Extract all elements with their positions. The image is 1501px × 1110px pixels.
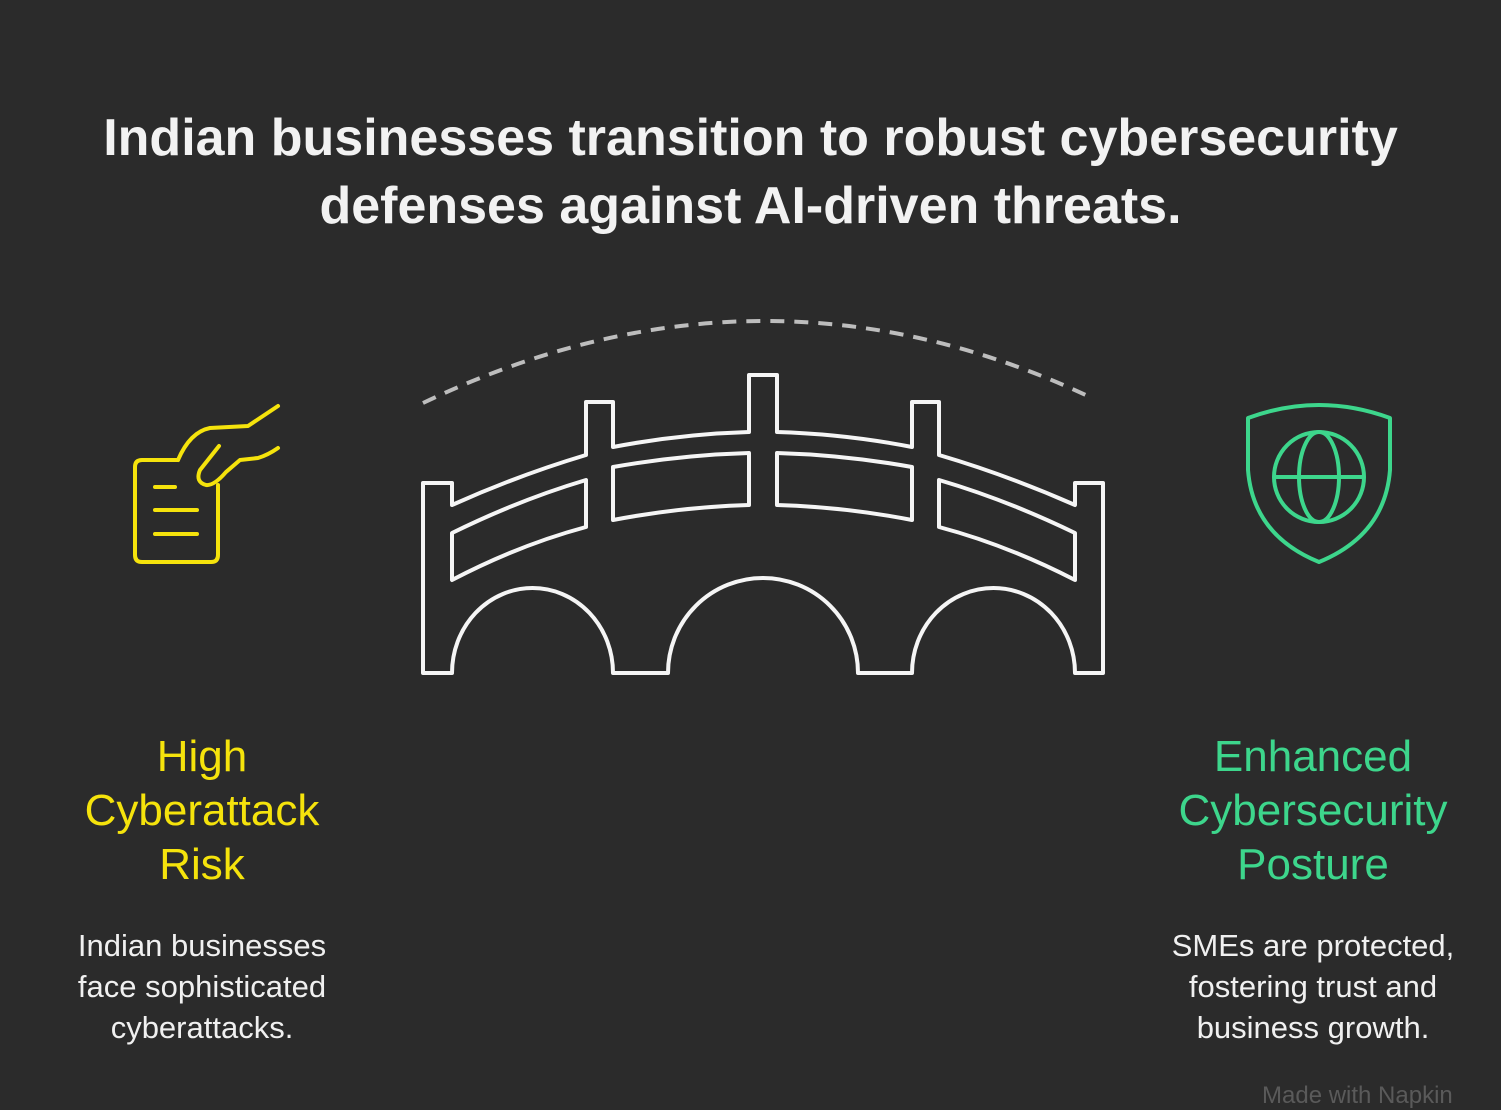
dashed-arc: [422, 318, 1091, 405]
desc-line: SMEs are protected,: [1171, 928, 1455, 963]
desc-line: Indian businesses: [77, 928, 327, 963]
left-description: Indian businesses face sophisticated cyb…: [40, 925, 364, 1048]
heading-line: Posture: [1237, 840, 1389, 889]
watermark[interactable]: Made with Napkin: [1262, 1082, 1453, 1109]
heading-line: Enhanced: [1213, 732, 1413, 781]
desc-line: fostering trust and: [1188, 969, 1438, 1004]
desc-line: cyberattacks.: [110, 1010, 294, 1045]
heading-line: Cyberattack: [84, 786, 320, 835]
right-heading: Enhanced Cybersecurity Posture: [1140, 730, 1486, 892]
bridge-icon: [421, 373, 1105, 675]
hand-document-icon: [133, 404, 280, 564]
heading-line: High: [156, 732, 248, 781]
title-line: Indian businesses transition to robust c…: [103, 109, 1398, 167]
right-description: SMEs are protected, fostering trust and …: [1140, 925, 1486, 1048]
shield-globe-icon: [1246, 403, 1392, 564]
desc-line: face sophisticated: [77, 969, 327, 1004]
left-heading: High Cyberattack Risk: [40, 730, 364, 892]
title-line: defenses against AI-driven threats.: [319, 177, 1182, 235]
page-title: Indian businesses transition to robust c…: [0, 104, 1501, 240]
heading-line: Cybersecurity: [1178, 786, 1448, 835]
desc-line: business growth.: [1196, 1010, 1430, 1045]
heading-line: Risk: [159, 840, 245, 889]
